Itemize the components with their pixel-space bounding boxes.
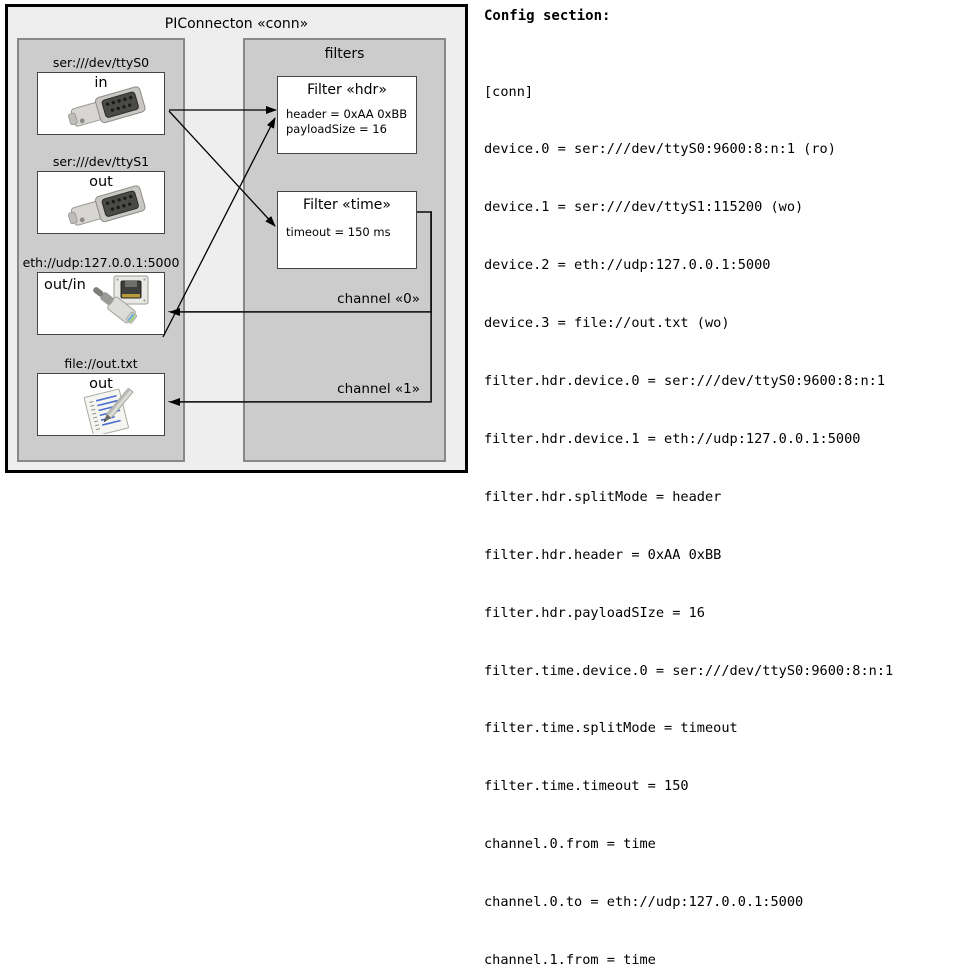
filters-panel-title: filters xyxy=(324,46,365,62)
device-direction-label: out/in xyxy=(44,277,86,293)
config-line: filter.time.device.0 = ser:///dev/ttyS0:… xyxy=(484,662,894,679)
device-direction-label: out xyxy=(89,174,113,190)
channel-0-label: channel «0» xyxy=(337,291,420,307)
serial-db9-icon xyxy=(68,185,146,226)
serial-db9-icon xyxy=(68,86,146,127)
diagram-title: PIConnecton «conn» xyxy=(164,16,309,32)
config-line: filter.hdr.payloadSIze = 16 xyxy=(484,604,705,621)
filter-time-box[interactable]: Filter «time» timeout = 150 ms xyxy=(277,191,417,269)
config-line: device.2 = eth://udp:127.0.0.1:5000 xyxy=(484,257,771,274)
device-group-ttys0: ser:///dev/ttyS0 in xyxy=(19,55,183,135)
device-group-eth: eth://udp:127.0.0.1:5000 out/in xyxy=(19,255,183,335)
device-card-eth[interactable]: out/in xyxy=(37,272,165,335)
device-caption: ser:///dev/ttyS0 xyxy=(52,55,150,70)
filter-time-attrs: timeout = 150 ms xyxy=(286,225,412,240)
device-card-ttys0[interactable]: in xyxy=(37,72,165,135)
device-caption: eth://udp:127.0.0.1:5000 xyxy=(22,255,180,270)
config-line: [conn] xyxy=(484,83,534,100)
config-line: channel.1.from = time xyxy=(484,951,656,968)
config-lines: [conn] device.0 = ser:///dev/ttyS0:9600:… xyxy=(484,44,893,968)
config-line: channel.0.from = time xyxy=(484,836,656,853)
device-direction-label: out xyxy=(89,376,113,392)
device-group-file: file://out.txt out xyxy=(19,356,183,436)
devices-panel: ser:///dev/ttyS0 in xyxy=(17,38,185,462)
connection-diagram: PIConnecton «conn» ser:///dev/ttyS0 in xyxy=(0,0,475,484)
device-card-ttys1[interactable]: out xyxy=(37,171,165,234)
config-line: device.3 = file://out.txt (wo) xyxy=(484,315,730,332)
text-file-icon xyxy=(83,388,134,434)
device-caption: ser:///dev/ttyS1 xyxy=(52,154,150,169)
filter-time-title: Filter «time» xyxy=(303,197,391,213)
config-section: Config section: [conn] device.0 = ser://… xyxy=(484,0,964,968)
device-card-file[interactable]: out xyxy=(37,373,165,436)
filter-hdr-attrs: header = 0xAA 0xBB payloadSize = 16 xyxy=(286,107,412,137)
channel-1-label: channel «1» xyxy=(337,381,420,397)
config-line: filter.hdr.device.0 = ser:///dev/ttyS0:9… xyxy=(484,373,886,390)
filter-hdr-title: Filter «hdr» xyxy=(307,82,387,98)
ethernet-rj45-icon xyxy=(93,275,149,324)
filter-attr: timeout = 150 ms xyxy=(286,225,391,239)
device-group-ttys1: ser:///dev/ttyS1 out xyxy=(19,154,183,234)
config-line: filter.time.splitMode = timeout xyxy=(484,720,738,737)
channel-1-route: channel «1» xyxy=(168,312,432,402)
filter-attr: header = 0xAA 0xBB xyxy=(286,107,408,121)
config-line: channel.0.to = eth://udp:127.0.0.1:5000 xyxy=(484,894,804,911)
filter-attr: payloadSize = 16 xyxy=(286,122,387,136)
config-line: filter.hdr.device.1 = eth://udp:127.0.0.… xyxy=(484,430,861,447)
filter-hdr-box[interactable]: Filter «hdr» header = 0xAA 0xBB payloadS… xyxy=(277,76,417,154)
device-direction-label: in xyxy=(94,75,108,91)
config-line: filter.hdr.splitMode = header xyxy=(484,488,722,505)
config-heading: Config section: xyxy=(484,8,611,24)
config-line: device.0 = ser:///dev/ttyS0:9600:8:n:1 (… xyxy=(484,141,836,158)
config-line: device.1 = ser:///dev/ttyS1:115200 (wo) xyxy=(484,199,804,216)
config-line: filter.hdr.header = 0xAA 0xBB xyxy=(484,546,722,563)
config-line: filter.time.timeout = 150 xyxy=(484,778,689,795)
device-caption: file://out.txt xyxy=(64,356,138,371)
